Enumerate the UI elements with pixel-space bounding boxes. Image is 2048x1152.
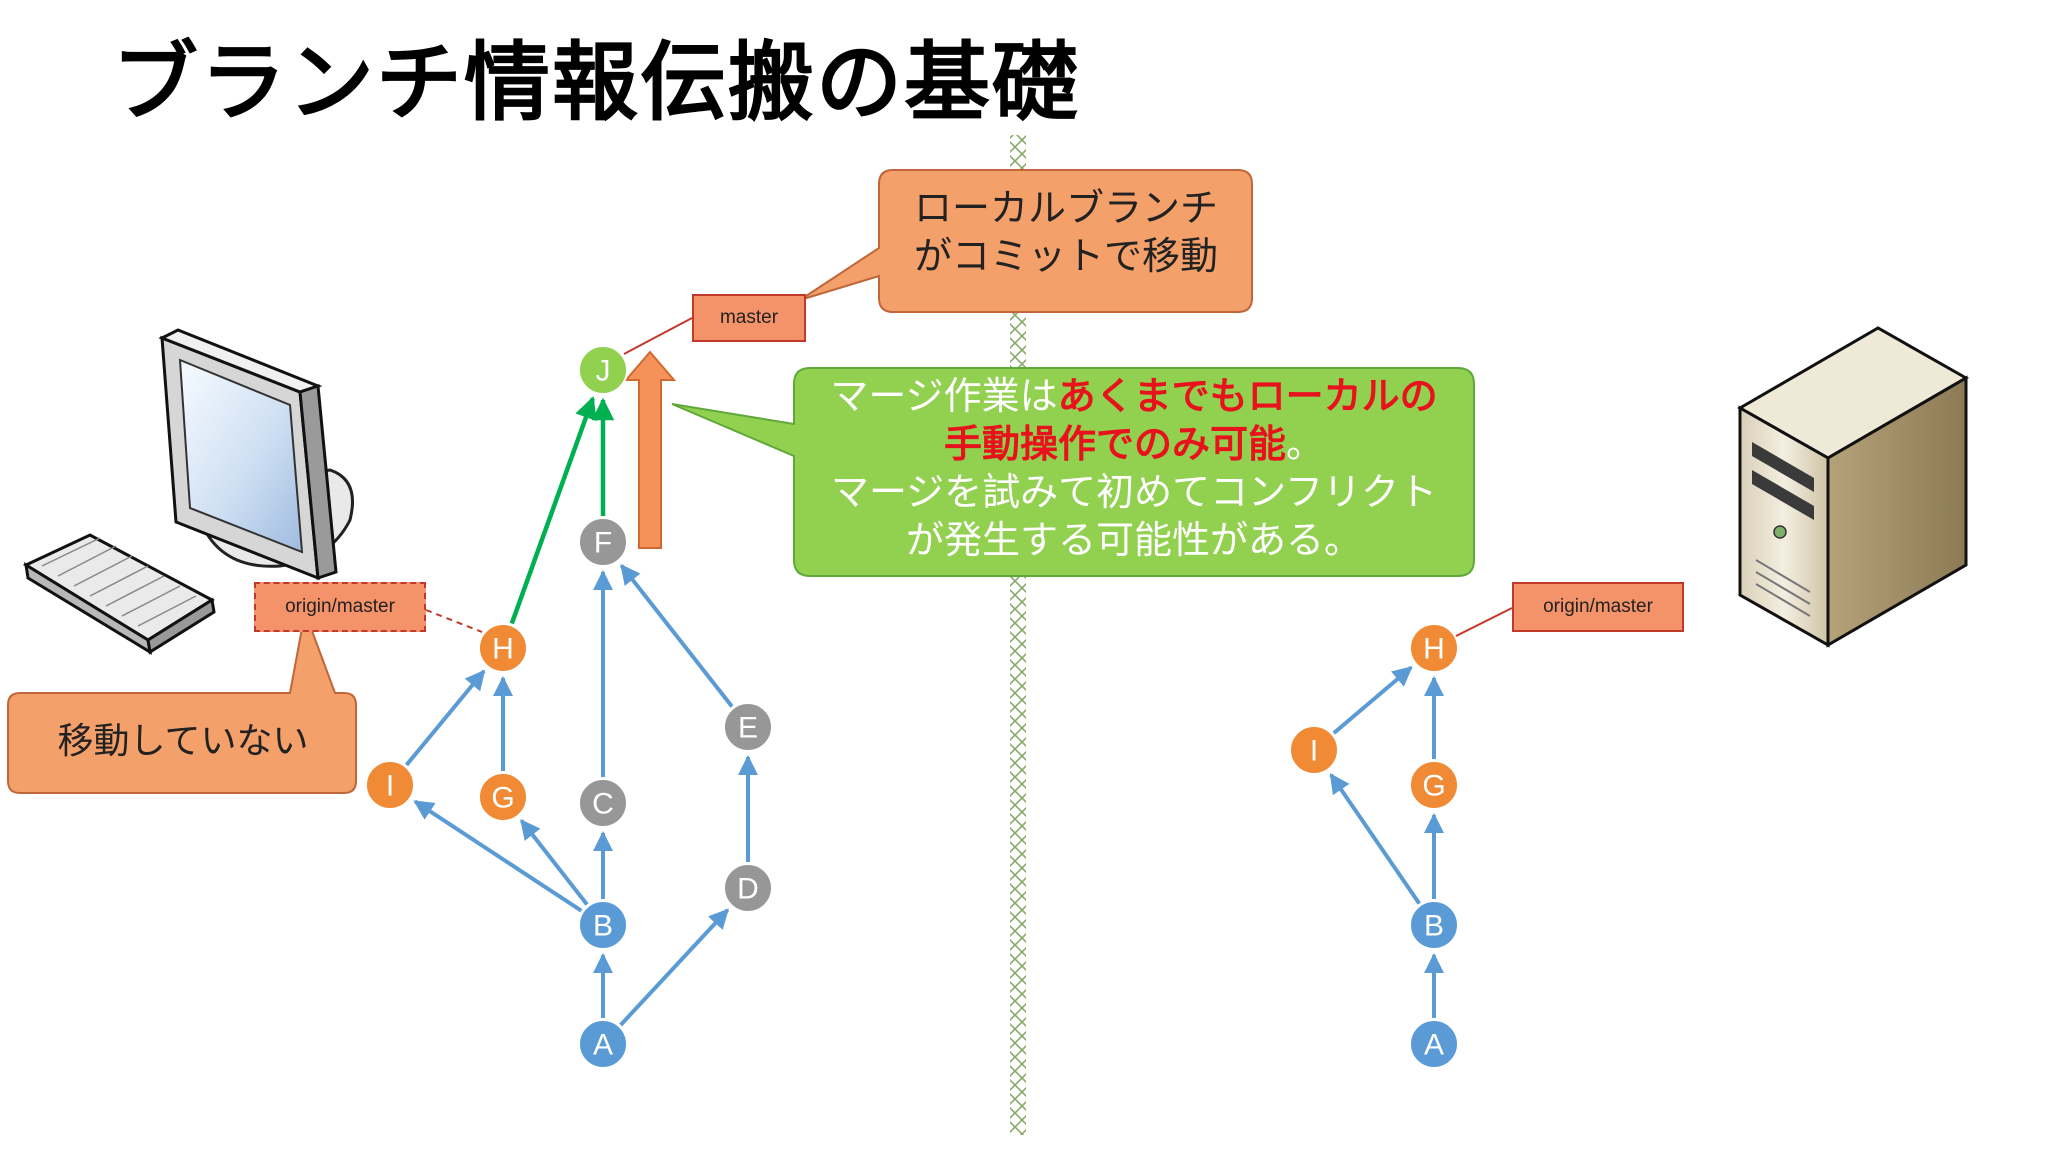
local-commit-i: I [365, 760, 415, 810]
local-commit-f-label: F [594, 527, 612, 560]
origin-master-label-local: origin/master [254, 582, 426, 632]
commit-edges [405, 396, 1444, 1027]
page-title: ブランチ情報伝搬の基礎 [112, 33, 1080, 133]
local-edge-h-j [509, 396, 597, 625]
merge-note-line1-emphasis: あくまでもローカルの [1057, 374, 1438, 418]
merge-note-line2: 手動操作でのみ可能。 [796, 420, 1472, 468]
local-commit-j-label: J [596, 355, 611, 388]
remote-commit-h: H [1409, 623, 1459, 673]
merge-note-line2-end: 。 [1286, 422, 1325, 466]
local-commit-j: J [578, 345, 628, 395]
local-commit-a: A [578, 1019, 628, 1069]
merge-note-line1-normal: マージ作業は [830, 374, 1058, 418]
local-commit-e: E [723, 702, 773, 752]
top-callout-line1: ローカルブランチ [913, 186, 1218, 230]
remote-commit-i: I [1289, 725, 1339, 775]
remote-commit-a-label: A [1424, 1029, 1444, 1062]
remote-edge-b-i [1329, 773, 1421, 905]
local-commit-f: F [578, 517, 628, 567]
local-edge-a-d [619, 908, 730, 1027]
left-callout-text: 移動していない [57, 721, 309, 762]
remote-commit-g-label: G [1422, 770, 1445, 803]
remote-commit-i-label: I [1310, 735, 1318, 768]
desktop-computer-icon [22, 328, 354, 655]
remote-commit-h-label: H [1423, 633, 1445, 666]
local-commit-a-label: A [593, 1029, 613, 1062]
remote-commit-a: A [1409, 1019, 1459, 1069]
local-commit-e-label: E [738, 712, 758, 745]
remote-edge-i-h [1332, 665, 1413, 735]
merge-note-line2-emphasis: 手動操作でのみ可能 [943, 422, 1286, 466]
merge-note-line3: マージを試みて初めてコンフリクト [830, 470, 1438, 514]
top-callout-text: ローカルブランチ がコミットで移動 [880, 184, 1252, 280]
merge-note-bubble [671, 367, 1475, 577]
local-commit-c-label: C [592, 788, 614, 821]
local-commit-g: G [478, 772, 528, 822]
master-connector [623, 317, 693, 355]
merge-note-line4: が発生する可能性がある。 [905, 518, 1362, 562]
origin-remote-connector [1451, 607, 1513, 639]
move-up-arrow [623, 350, 677, 549]
local-commit-i-label: I [386, 770, 394, 803]
local-commit-c: C [578, 778, 628, 828]
local-commit-b-label: B [593, 910, 613, 943]
commit-nodes: A B C D E F G H I J A B G H I [365, 345, 1459, 1069]
local-edge-e-f [619, 564, 734, 708]
merge-note-line1: マージ作業はあくまでもローカルの [796, 372, 1472, 420]
local-commit-h-label: H [492, 633, 514, 666]
local-commit-h: H [478, 623, 528, 673]
local-commit-d: D [723, 863, 773, 913]
top-callout-line2: がコミットで移動 [913, 234, 1218, 278]
local-edge-b-g [519, 819, 589, 906]
remote-commit-g: G [1409, 760, 1459, 810]
remote-commit-b-label: B [1424, 910, 1444, 943]
origin-local-connector [425, 609, 483, 633]
merge-note-text: マージ作業はあくまでもローカルの 手動操作でのみ可能。 マージを試みて初めてコン… [796, 372, 1472, 564]
origin-master-label-remote: origin/master [1512, 582, 1684, 632]
local-commit-g-label: G [491, 782, 514, 815]
remote-commit-b: B [1409, 900, 1459, 950]
local-edge-i-h [405, 669, 486, 767]
local-commit-b: B [578, 900, 628, 950]
server-tower-icon [1736, 326, 1970, 648]
top-callout-bubble [799, 169, 1253, 313]
master-label: master [692, 294, 806, 342]
left-callout-bubble [7, 608, 357, 794]
local-commit-d-label: D [737, 873, 759, 906]
local-edge-b-i [413, 799, 583, 913]
